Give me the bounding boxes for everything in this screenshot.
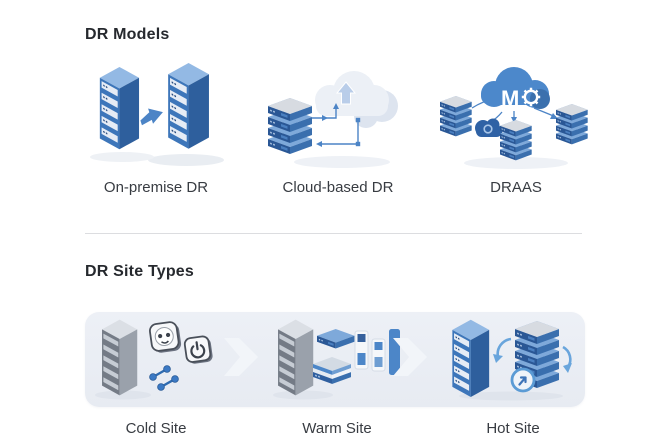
- sync-arrowheads: [493, 354, 572, 373]
- gear-icon: [521, 87, 541, 107]
- empty-rack: [102, 319, 138, 396]
- warm-site-icon: [273, 319, 400, 400]
- replica-stack: [515, 321, 559, 389]
- dr-site-types-title: DR Site Types: [85, 263, 194, 280]
- model-label-draas: DRAAS: [490, 179, 542, 196]
- server-tower: [168, 63, 209, 149]
- draas-icon: M: [438, 67, 593, 169]
- server-stack: [268, 98, 312, 154]
- site-label-cold: Cold Site: [125, 420, 187, 437]
- server-stack: [556, 104, 588, 144]
- chevron-right-icon: [393, 338, 427, 376]
- site-types-band: [85, 312, 585, 407]
- power-button-icon: [183, 335, 213, 364]
- server-tower: [452, 319, 490, 398]
- partial-rack: [278, 319, 314, 396]
- site-label-warm: Warm Site: [302, 420, 372, 437]
- cloud-shape: [481, 67, 550, 109]
- server-stack: [440, 96, 472, 136]
- section-divider: [85, 233, 582, 234]
- disk-stack-icon: [313, 357, 351, 384]
- draas-cloud-letter: M: [501, 86, 519, 111]
- server-stack: [500, 120, 532, 160]
- upload-arrow-icon: [335, 81, 357, 105]
- backup-cloud-icon: [475, 118, 503, 137]
- cold-site-icon: [95, 319, 213, 400]
- dr-models-title: DR Models: [85, 26, 170, 43]
- model-label-on-premise: On-premise DR: [103, 179, 209, 196]
- model-label-cloud-based: Cloud-based DR: [282, 179, 394, 196]
- connector-nodes: [316, 103, 361, 147]
- server-tower: [99, 66, 140, 150]
- cloud-based-dr-icon: [262, 71, 398, 168]
- server-unit: [317, 329, 355, 349]
- on-premise-dr-icon: [90, 63, 224, 166]
- replication-arrow-icon: [140, 108, 163, 126]
- network-nodes-icon: [149, 365, 179, 391]
- hot-site-icon: [452, 319, 572, 401]
- power-socket-icon: [149, 321, 182, 353]
- failover-badge-icon: [510, 367, 536, 393]
- chevron-right-icon: [224, 338, 258, 376]
- site-label-hot: Hot Site: [486, 420, 540, 437]
